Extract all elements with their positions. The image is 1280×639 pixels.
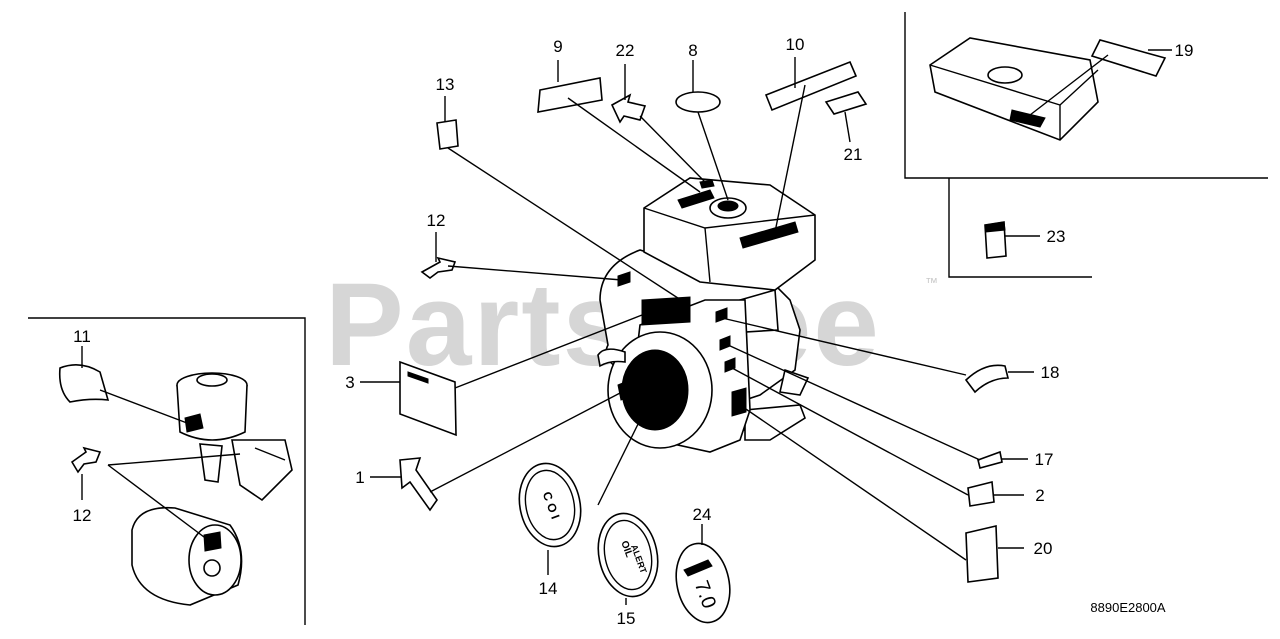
callout-9: 9 xyxy=(553,37,562,56)
part-9-shape xyxy=(537,77,603,113)
callout-3: 3 xyxy=(345,373,354,392)
fuel-tank-inset-frame xyxy=(904,12,1268,179)
part-18-shape xyxy=(964,364,1010,394)
air-cleaner-inset-frame xyxy=(28,317,306,625)
callout-17: 17 xyxy=(1035,450,1054,469)
leader-lines xyxy=(81,49,1172,605)
callout-14: 14 xyxy=(539,579,558,598)
part-8-shape xyxy=(675,91,721,113)
callout-23: 23 xyxy=(1047,227,1066,246)
fuel-tank-inset xyxy=(929,37,1099,141)
sticker-23-inset-frame xyxy=(948,178,1092,278)
callout-12-top: 12 xyxy=(427,211,446,230)
watermark-trademark: ™ xyxy=(925,275,938,290)
callout-15: 15 xyxy=(617,609,636,628)
diagram-code: 8890E2800A xyxy=(1090,600,1166,615)
part-13-shape xyxy=(436,119,459,150)
callout-19: 19 xyxy=(1175,41,1194,60)
part-21-shape xyxy=(824,91,868,115)
callout-11: 11 xyxy=(73,327,91,346)
part-3-shape xyxy=(399,360,457,437)
callout-10: 10 xyxy=(786,35,805,54)
callout-21: 21 xyxy=(844,145,863,164)
callout-18: 18 xyxy=(1041,363,1060,382)
part-20-shape xyxy=(965,525,999,583)
part-10-shape xyxy=(764,60,858,112)
part-2-shape xyxy=(967,480,995,507)
air-cleaner-inset xyxy=(131,372,293,606)
emblem-24: 7.0 xyxy=(675,542,731,624)
part-11-shape xyxy=(58,364,110,403)
emblem-15-label-1: OIL xyxy=(618,539,634,558)
part-1-shape xyxy=(399,457,438,512)
part-22-shape xyxy=(610,93,647,124)
part-17-shape xyxy=(977,450,1003,469)
part-12-bottom-shape xyxy=(70,446,102,474)
callout-20: 20 xyxy=(1034,539,1053,558)
callout-12-bottom: 12 xyxy=(73,506,92,525)
callout-13: 13 xyxy=(436,75,455,94)
callout-22: 22 xyxy=(616,41,635,60)
callout-24: 24 xyxy=(693,505,712,524)
callout-2: 2 xyxy=(1035,486,1044,505)
emblem-15: OIL ALERT xyxy=(597,512,659,598)
emblem-14: C O I xyxy=(518,462,582,548)
engine-assembly xyxy=(597,177,816,453)
part-19-shape xyxy=(1090,39,1167,77)
callout-1: 1 xyxy=(355,468,364,487)
callout-8: 8 xyxy=(688,41,697,60)
